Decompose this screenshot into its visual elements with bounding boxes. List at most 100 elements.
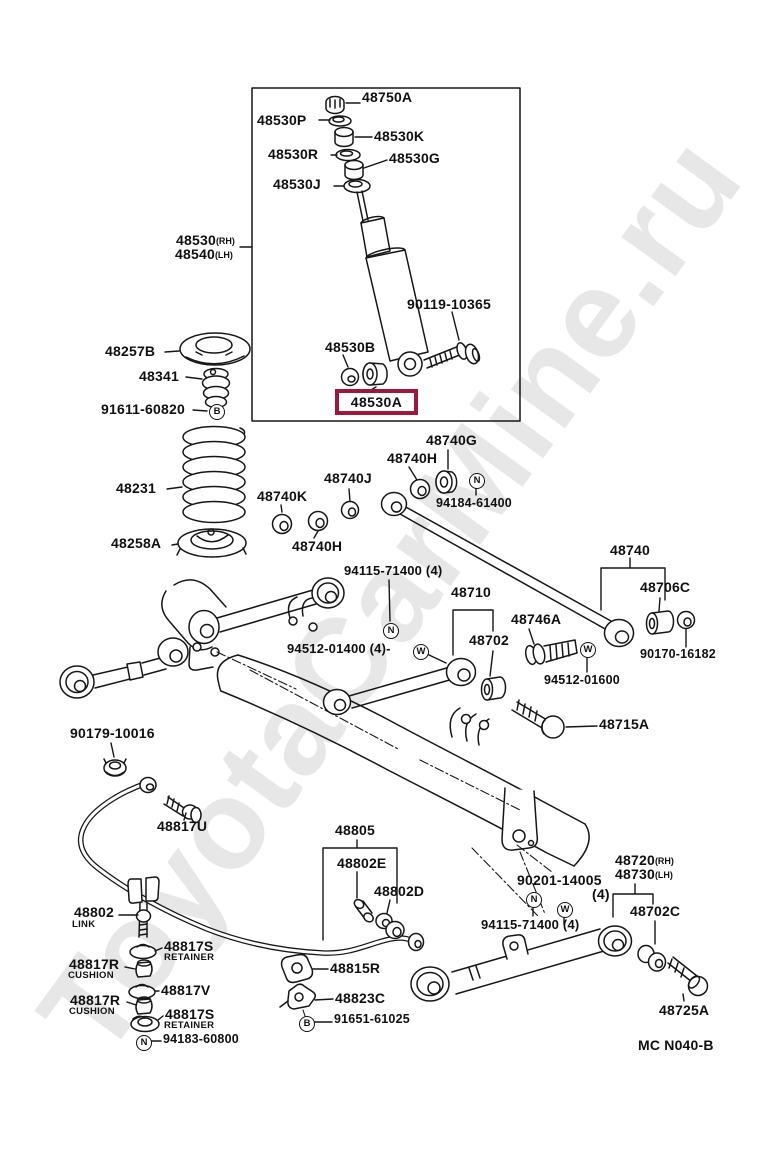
bushing-48740H-upper: [409, 478, 431, 500]
part-label-48530-rh: 48530(RH): [176, 232, 235, 248]
cushion-48530K: [334, 126, 354, 148]
cushion-48740G: [435, 470, 458, 494]
stud-48802E: [353, 898, 374, 923]
washer-48530B: [340, 367, 360, 387]
axle-housing: [161, 579, 590, 917]
bumper-48341: [201, 367, 231, 409]
cushion-stack-48817: [128, 943, 160, 1033]
highlighted-part-48530a: 48530A: [335, 389, 418, 415]
part-label-94184-61400: 94184-61400: [436, 496, 512, 510]
ring-90170-16182: [676, 610, 696, 630]
part-label-94512-01400: 94512-01400 (4)-: [287, 641, 391, 656]
part-label-48540-lh: 48540(LH): [175, 246, 233, 262]
part-label-48750a: 48750A: [362, 89, 413, 105]
part-label-48746a: 48746A: [511, 611, 562, 627]
nut-symbol-n-4: N: [136, 1035, 152, 1051]
detail-box: [251, 87, 521, 422]
part-label-48740g: 48740G: [426, 432, 478, 448]
bolt-48817U: [163, 795, 202, 824]
sheet-code: MC N040-B: [638, 1037, 714, 1053]
part-label-48702: 48702: [469, 632, 509, 648]
lower-rod-48710: [322, 657, 477, 716]
part-sublabel-cushion-2: CUSHION: [69, 1006, 115, 1017]
part-label-48817v: 48817V: [161, 982, 211, 998]
bolt-90119-10365: [423, 342, 481, 369]
part-label-48815r: 48815R: [330, 960, 381, 976]
part-label-94183-60800: 94183-60800: [163, 1032, 239, 1046]
part-label-48715a: 48715A: [599, 716, 650, 732]
part-label-94512-01600: 94512-01600: [544, 673, 620, 687]
bolt-symbol-b-1: B: [209, 404, 225, 420]
bushing-48702C: [637, 944, 667, 972]
lateral-rod-48740: [380, 491, 635, 648]
part-label-48740j: 48740J: [324, 470, 372, 486]
part-label-48530b: 48530B: [325, 339, 376, 355]
washer-48530J: [343, 178, 371, 194]
bracket-48815R: [280, 953, 314, 984]
part-label-91651-61025: 91651-61025: [334, 1012, 410, 1026]
part-label-90179-10016: 90179-10016: [70, 725, 155, 741]
part-label-48530k: 48530K: [374, 128, 425, 144]
part-label-48341: 48341: [139, 368, 179, 384]
part-label-48740k: 48740K: [257, 488, 308, 504]
part-label-48730-lh: 48730(LH): [615, 866, 673, 882]
part-label-48805: 48805: [335, 822, 375, 838]
clamp-48823C: [279, 983, 317, 1010]
part-label-48823c: 48823C: [335, 990, 386, 1006]
support-48257B: [179, 332, 251, 366]
nut-90179-10016: [103, 758, 127, 777]
part-label-90201-14005: 90201-14005: [517, 872, 602, 888]
nut-symbol-n-2: N: [383, 623, 399, 639]
part-label-48720-rh: 48720(RH): [615, 852, 674, 868]
leader-lines: [110, 102, 687, 1042]
bolt-48715A: [511, 699, 565, 739]
retainer-48530R: [335, 148, 361, 162]
part-label-48817r-1: 48817R: [69, 956, 120, 972]
stabilizer-bar: [77, 776, 425, 956]
cushion-48530G: [344, 159, 364, 181]
part-label-48802e: 48802E: [337, 855, 387, 871]
part-label-48530r: 48530R: [268, 146, 319, 162]
shock-absorber-48530: [356, 190, 429, 377]
part-label-48802d: 48802D: [374, 883, 425, 899]
part-label-91611-60820: 91611-60820: [101, 401, 185, 417]
coil-spring-48231: [182, 425, 246, 524]
part-label-48706c: 48706C: [640, 579, 691, 595]
part-label-48817r-2: 48817R: [70, 992, 121, 1008]
washer-symbol-w-3: W: [557, 902, 573, 918]
bushing-48740K: [271, 513, 293, 535]
part-sublabel-link: LINK: [72, 919, 96, 930]
part-label-48710: 48710: [451, 584, 491, 600]
part-label-48530g: 48530G: [389, 150, 441, 166]
washer-48530P: [328, 115, 352, 127]
insulator-48258A: [176, 528, 247, 558]
nut-symbol-n-1: N: [469, 473, 485, 489]
link-48802: [127, 876, 160, 938]
bolt-symbol-b-2: B: [299, 1016, 315, 1032]
part-label-qty4: (4): [592, 886, 610, 902]
upper-control-arm: [188, 577, 345, 645]
part-label-48231: 48231: [116, 480, 156, 496]
bushing-48530A: [362, 362, 388, 386]
cap-nut-48750A: [325, 95, 345, 115]
nut-symbol-n-3: N: [526, 892, 542, 908]
part-label-48740: 48740: [610, 542, 650, 558]
part-label-48817s-2: 48817S: [165, 1006, 215, 1022]
adjustable-arm-left: [59, 637, 189, 699]
bushing-48702: [480, 676, 507, 701]
part-label-48817s-1: 48817S: [164, 938, 214, 954]
bolt-48746A: [524, 639, 578, 666]
bushing-48706C: [645, 610, 675, 635]
bushing-48740J: [340, 500, 360, 520]
bushing-48802D: [375, 912, 405, 940]
part-label-48740h-2: 48740H: [387, 450, 438, 466]
part-label-48702c: 48702C: [630, 903, 681, 919]
part-label-48530p: 48530P: [257, 112, 307, 128]
part-sublabel-cushion-1: CUSHION: [68, 970, 114, 981]
part-label-94115-71400-1: 94115-71400 (4): [344, 563, 443, 578]
part-label-94115-71400-2: 94115-71400 (4): [481, 917, 580, 932]
part-label-48740h-1: 48740H: [292, 538, 343, 554]
part-label-48725a: 48725A: [659, 1002, 710, 1018]
